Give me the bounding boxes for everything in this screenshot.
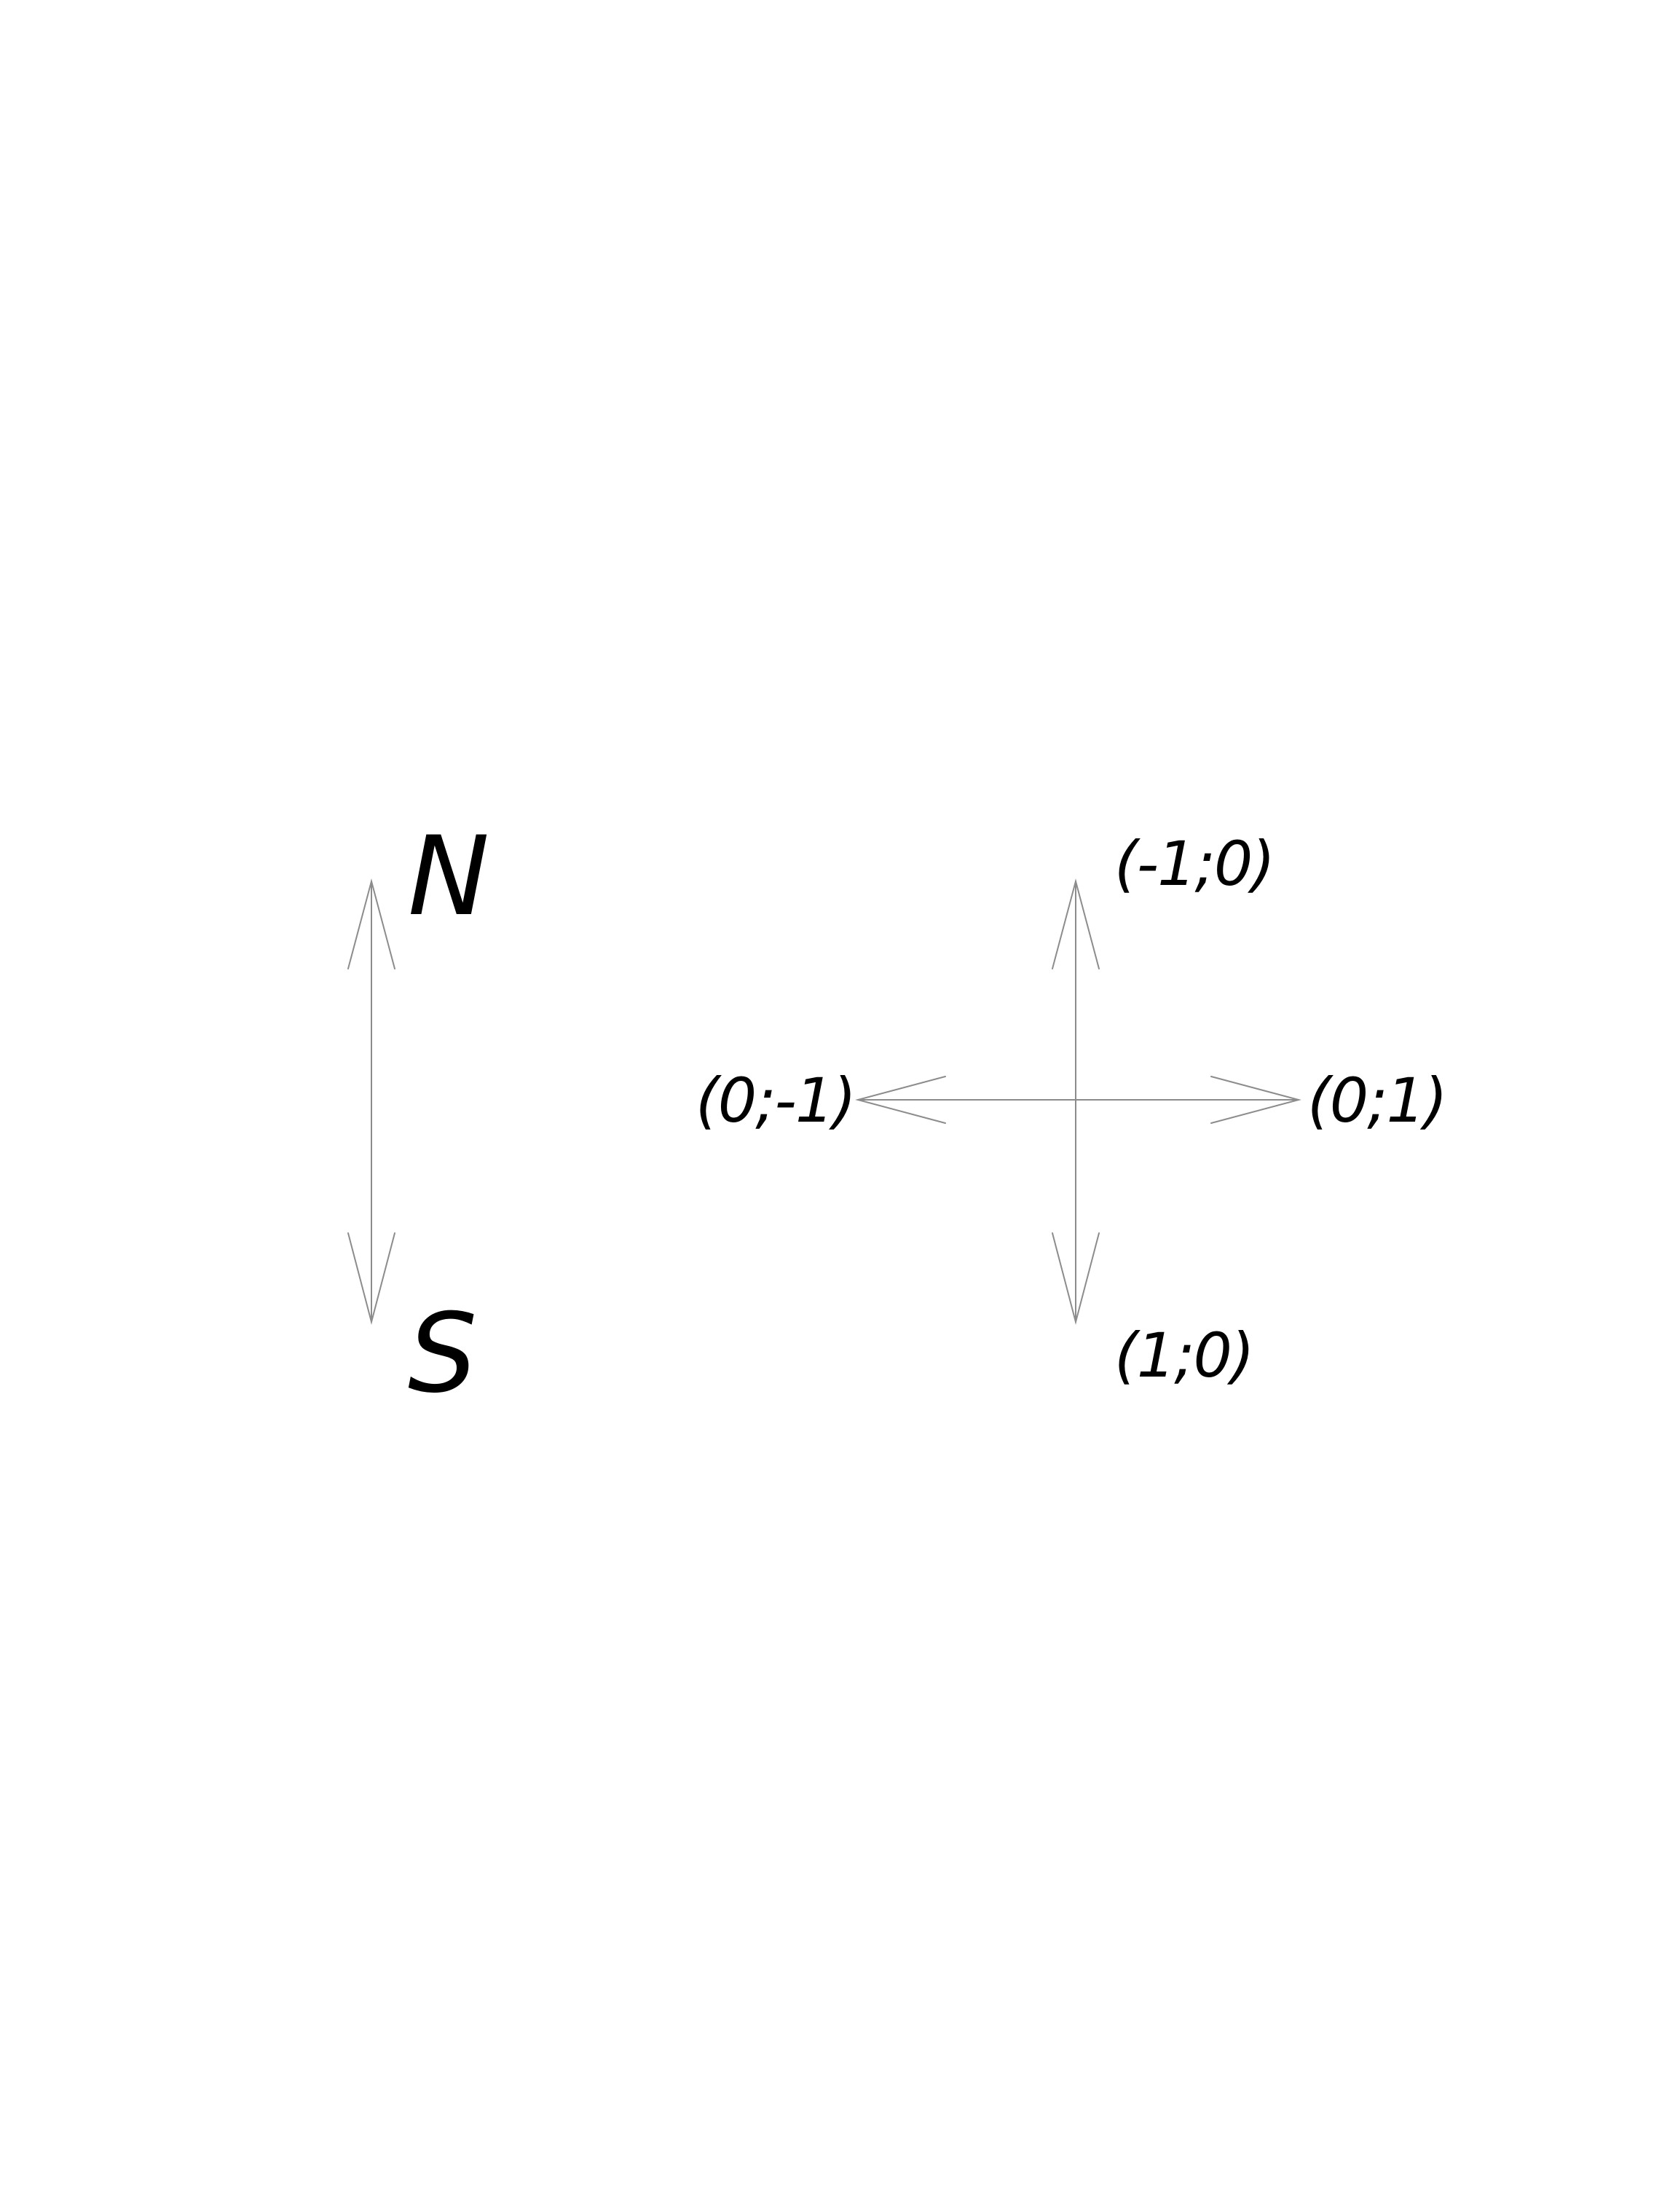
south-label: S (408, 1291, 477, 1417)
down-arrowhead-icon (1052, 1232, 1100, 1325)
right-arrowhead-icon (1210, 1076, 1301, 1124)
up-direction-label: (-1;0) (1114, 828, 1274, 900)
left-arrowhead-icon (855, 1076, 946, 1124)
up-arrowhead-icon (1052, 878, 1100, 969)
direction-cross (855, 878, 1301, 1325)
north-label: N (408, 814, 489, 940)
down-direction-label: (1;0) (1114, 1320, 1253, 1391)
right-direction-label: (0;1) (1307, 1065, 1446, 1136)
south-arrowhead-icon (347, 1232, 395, 1325)
north-south-arrow (347, 878, 395, 1325)
north-arrowhead-icon (347, 878, 395, 969)
left-direction-label: (0;-1) (696, 1065, 855, 1136)
